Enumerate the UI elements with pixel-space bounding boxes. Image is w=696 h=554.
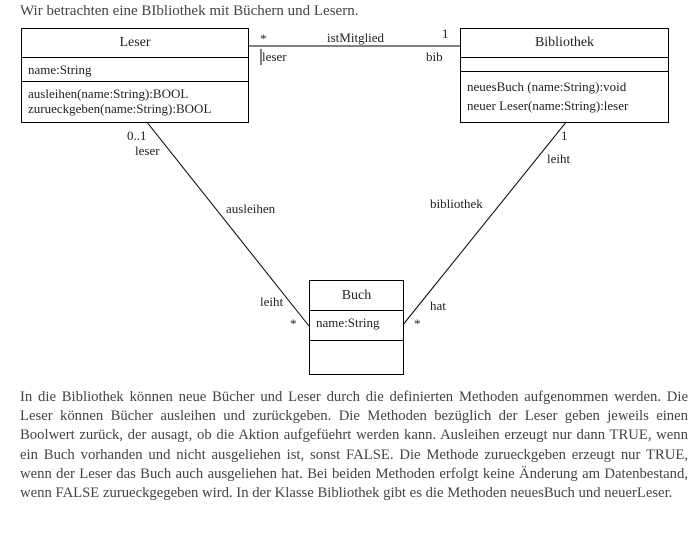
class-buch-name: Buch xyxy=(310,281,403,311)
class-leser-name: Leser xyxy=(22,29,248,58)
leiht-line xyxy=(401,120,568,327)
ausleihen-role-buch: leiht xyxy=(260,294,284,309)
leiht-mult-buch: * xyxy=(414,316,421,331)
class-buch-attribute: name:String xyxy=(316,315,380,330)
ausleihen-role-leser: leser xyxy=(135,143,160,158)
leiht-role-mid: bibliothek xyxy=(430,196,483,211)
class-leser-attribute: name:String xyxy=(28,62,92,77)
istmitglied-mult-bib: 1 xyxy=(442,26,449,41)
leiht-role-buch: hat xyxy=(430,298,446,313)
leiht-role-bib: leiht xyxy=(547,151,571,166)
class-leser-operation: zurueckgeben(name:String):BOOL xyxy=(28,101,212,116)
ausleihen-mult-buch: * xyxy=(290,316,297,331)
class-buch-attributes: name:String xyxy=(310,311,403,341)
class-bibliothek-operation: neuer Leser(name:String):leser xyxy=(467,98,629,113)
istmitglied-role-leser: leser xyxy=(262,49,287,64)
class-bibliothek-attributes xyxy=(461,58,668,72)
istmitglied-mult-leser: * xyxy=(260,31,267,46)
class-bibliothek-operation: neuesBuch (name:String):void xyxy=(467,79,627,94)
istmitglied-name: istMitglied xyxy=(327,30,385,45)
class-bibliothek-operations: neuesBuch (name:String):void neuer Leser… xyxy=(461,72,668,115)
ausleihen-mult-leser: 0..1 xyxy=(127,128,147,143)
class-leser-operations: ausleihen(name:String):BOOL zurueckgeben… xyxy=(22,82,248,116)
intro-text: Wir betrachten eine BIbliothek mit Büche… xyxy=(20,3,359,19)
class-leser[interactable]: Leser name:String ausleihen(name:String)… xyxy=(21,28,249,123)
istmitglied-role-bib: bib xyxy=(426,49,443,64)
class-leser-operation: ausleihen(name:String):BOOL xyxy=(28,86,189,101)
ausleihen-line xyxy=(145,120,310,327)
leiht-mult-bib: 1 xyxy=(561,128,568,143)
class-bibliothek-name: Bibliothek xyxy=(461,29,668,58)
class-buch[interactable]: Buch name:String xyxy=(309,280,404,375)
class-bibliothek[interactable]: Bibliothek neuesBuch (name:String):void … xyxy=(460,28,669,123)
class-leser-attributes: name:String xyxy=(22,58,248,82)
description-paragraph: In die Bibliothek können neue Bücher und… xyxy=(20,389,688,502)
ausleihen-name: ausleihen xyxy=(226,201,276,216)
